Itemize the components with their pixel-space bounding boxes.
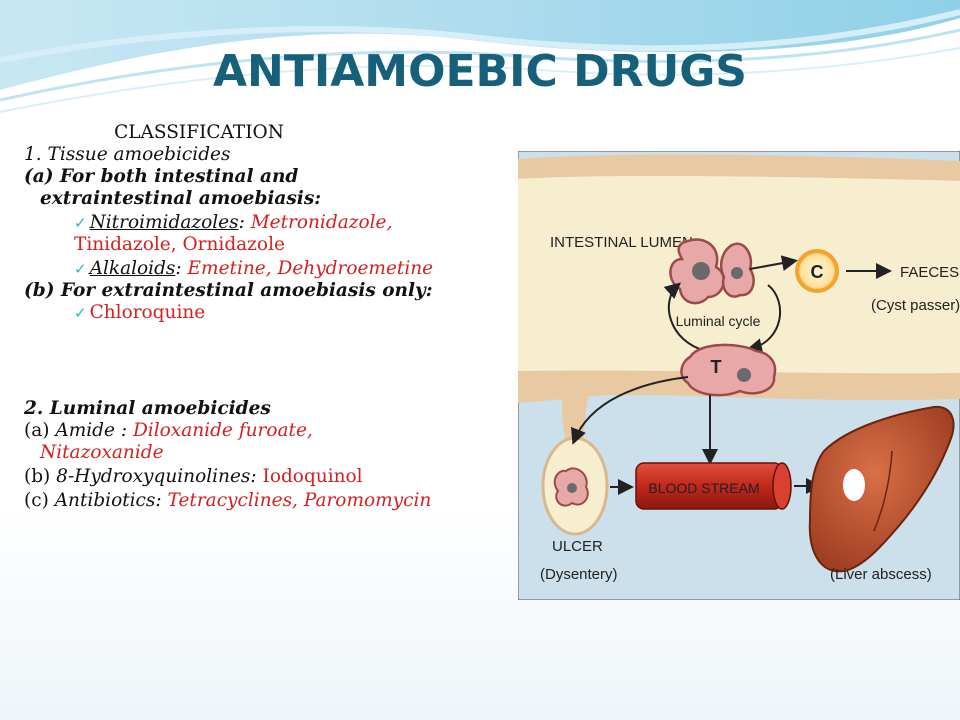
both-heading-line1: (a) For both intestinal and	[24, 166, 299, 187]
liver-icon	[808, 405, 955, 573]
extraintestinal-heading: (b) For extraintestinal amoebiasis only:	[24, 280, 433, 301]
both-heading-line2: extraintestinal amoebiasis:	[40, 188, 322, 209]
ulcer-amoeba-icon	[553, 467, 589, 507]
slide-title: ANTIAMOEBIC DRUGS	[212, 46, 747, 97]
amoebiasis-diagram: INTESTINAL LUMEN C FAECES (Cyst passer) …	[518, 151, 960, 600]
hydroxyquinolines-item: (b) 8-Hydroxyquinolines: Iodoquinol	[24, 466, 363, 487]
alkaloids-drugs: Emetine, Dehydroemetine	[181, 258, 434, 279]
nitroimidazoles-drugs: Metronidazole,	[244, 212, 393, 233]
trophozoite-pair-icon	[669, 238, 755, 305]
cyst-passer-label: (Cyst passer)	[871, 297, 960, 314]
intestinal-wall-top	[518, 154, 960, 181]
luminal-cycle-label: Luminal cycle	[676, 313, 761, 329]
luminal-cycle-arrow-right	[746, 284, 782, 355]
header-wave-decoration	[0, 0, 960, 113]
amide-drugs-line2: Nitazoxanide	[40, 442, 164, 463]
classification-heading: CLASSIFICATION	[114, 122, 284, 143]
blood-stream-vessel	[635, 462, 792, 510]
arrow-to-ulcer	[571, 376, 689, 445]
liver-abscess-label: (Liver abscess)	[830, 566, 932, 583]
luminal-cycle-arrow-left	[663, 282, 707, 352]
amide-item: (a) Amide : Diloxanide furoate,	[24, 420, 313, 441]
cyst-icon	[795, 249, 839, 293]
dysentery-label: (Dysentery)	[540, 566, 618, 583]
classification-text: CLASSIFICATION 1. Tissue amoebicides (a)…	[24, 122, 524, 512]
trophozoite-letter: T	[711, 357, 722, 377]
chloroquine-item: ✓Chloroquine	[24, 302, 524, 324]
abscess-spot	[843, 469, 865, 501]
check-icon: ✓	[74, 304, 87, 322]
alkaloids-item: ✓Alkaloids: Emetine, Dehydroemetine	[74, 258, 434, 279]
tissue-heading: 1. Tissue amoebicides	[24, 144, 231, 165]
check-icon: ✓	[74, 260, 87, 278]
faeces-label: FAECES	[900, 264, 959, 281]
ulcer-label: ULCER	[552, 538, 603, 555]
alkaloids-label: Alkaloids	[89, 258, 176, 279]
intestinal-lumen-label: INTESTINAL LUMEN	[550, 234, 693, 251]
blood-stream-label: BLOOD STREAM	[648, 480, 759, 496]
antibiotics-item: (c) Antibiotics: Tetracyclines, Paromomy…	[24, 490, 432, 511]
chloroquine-label: Chloroquine	[89, 302, 206, 323]
trophozoite-icon	[680, 343, 777, 397]
check-icon: ✓	[74, 214, 87, 232]
luminal-heading: 2. Luminal amoebicides	[24, 398, 271, 419]
nitroimidazoles-drugs-line2: Tinidazole, Ornidazole	[74, 234, 285, 255]
cyst-letter: C	[811, 262, 824, 282]
nitroimidazoles-item: ✓Nitroimidazoles: Metronidazole,	[74, 212, 393, 233]
nitroimidazoles-label: Nitroimidazoles	[89, 212, 239, 233]
arrow-to-cyst	[749, 255, 798, 272]
